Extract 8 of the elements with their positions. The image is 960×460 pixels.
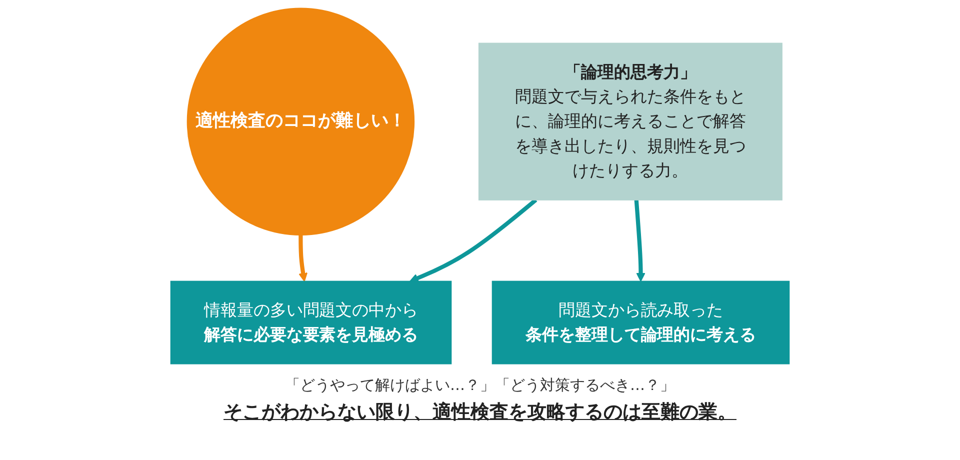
arrow — [634, 200, 646, 282]
arrow — [410, 198, 538, 282]
node-box: 問題文から読み取った 条件を整理して論理的に考える — [492, 280, 790, 364]
conclusion-text: そこがわからない限り、適性検査を攻略するのは至難の業。 — [224, 400, 736, 425]
node-circle: 適性検査のココが難しい！ — [186, 8, 415, 236]
question-text: 「どうやって解けばよい…？」「どう対策するべき…？」 — [284, 376, 676, 395]
arrow — [298, 234, 308, 282]
node-box: 「論理的思考力」 問題文で与えられた条件をもとに、論理的に考えることで解答を導き出したり、規則性を見つけたりする力。 — [478, 42, 782, 200]
